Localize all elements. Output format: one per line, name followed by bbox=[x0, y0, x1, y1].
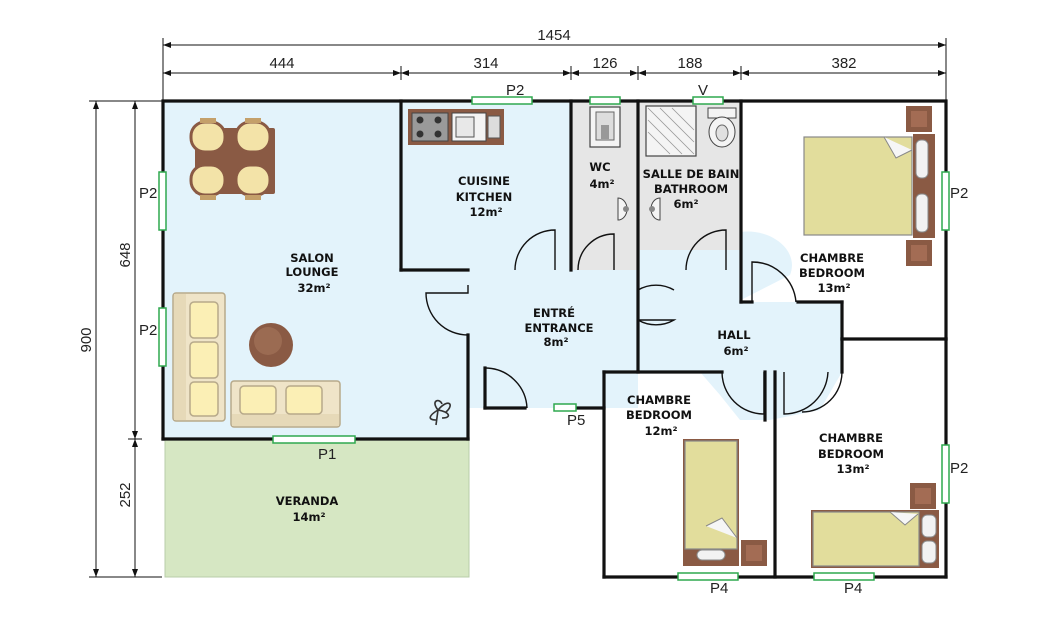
double-bed-se-icon bbox=[811, 483, 939, 568]
double-bed-icon bbox=[803, 106, 935, 266]
label-p2-right-lower: P2 bbox=[950, 460, 968, 477]
doors bbox=[425, 229, 843, 415]
window-p4-left bbox=[677, 572, 739, 581]
loveseat-icon bbox=[230, 380, 341, 428]
dim-segment-4: 188 bbox=[677, 55, 702, 72]
sofa-icon bbox=[172, 292, 226, 422]
kitchen-counter-icon bbox=[408, 109, 504, 145]
entrance-floor bbox=[468, 270, 638, 408]
hall-glow bbox=[741, 231, 792, 300]
room-veranda-label: VERANDA 14m² bbox=[276, 494, 343, 524]
window-p2-left-upper bbox=[158, 171, 167, 231]
dim-height-veranda: 252 bbox=[117, 482, 134, 507]
sink-icon bbox=[617, 197, 661, 221]
window-p2-right-upper bbox=[941, 171, 950, 231]
dim-segment-2: 314 bbox=[473, 55, 498, 72]
window-wc-top bbox=[589, 96, 621, 105]
room-bedroom-ne-label: CHAMBRE BEDROOM 13m² bbox=[799, 251, 869, 295]
hall-floor bbox=[638, 250, 842, 420]
dim-segment-1: 444 bbox=[269, 55, 294, 72]
room-bathroom-label: SALLE DE BAIN BATHROOM 6m² bbox=[643, 167, 744, 211]
single-bed-icon bbox=[683, 439, 767, 566]
label-p2-right-upper: P2 bbox=[950, 185, 968, 202]
plant-icon bbox=[429, 399, 451, 426]
label-p2-top: P2 bbox=[506, 82, 524, 99]
veranda-floor bbox=[164, 439, 470, 578]
window-p4-right bbox=[813, 572, 875, 581]
dim-height-main: 648 bbox=[117, 242, 134, 267]
window-p2-top bbox=[471, 96, 533, 105]
shower-icon bbox=[645, 105, 697, 157]
floor-areas bbox=[163, 101, 842, 578]
label-p4-left: P4 bbox=[710, 580, 728, 597]
dim-segment-5: 382 bbox=[831, 55, 856, 72]
label-p2-left-upper: P2 bbox=[139, 185, 157, 202]
dim-total-height: 900 bbox=[78, 327, 95, 352]
window-p2-left-lower bbox=[158, 307, 167, 367]
room-bedroom-mid-label: CHAMBRE BEDROOM 12m² bbox=[626, 393, 696, 438]
label-p4-right: P4 bbox=[844, 580, 862, 597]
dim-segment-3: 126 bbox=[592, 55, 617, 72]
dining-table-icon bbox=[189, 118, 275, 200]
label-p2-left-lower: P2 bbox=[139, 322, 157, 339]
window-p2-right-lower bbox=[941, 444, 950, 504]
room-entrance-label: ENTRÉ ENTRANCE 8m² bbox=[524, 305, 597, 349]
label-v-top: V bbox=[698, 82, 708, 99]
room-kitchen-label: CUISINE KITCHEN 12m² bbox=[456, 174, 517, 219]
toilet-icon bbox=[589, 106, 621, 148]
dimension-lines bbox=[89, 38, 947, 578]
room-salon-label: SALON LOUNGE 32m² bbox=[286, 251, 343, 295]
window-p1 bbox=[272, 435, 356, 444]
room-hall-label: HALL 6m² bbox=[717, 328, 754, 358]
label-p5: P5 bbox=[567, 412, 585, 429]
bath-toilet-icon bbox=[707, 107, 737, 148]
room-bedroom-se-label: CHAMBRE BEDROOM 13m² bbox=[818, 431, 888, 476]
room-wc-label: WC 4m² bbox=[589, 160, 614, 191]
dim-total-width: 1454 bbox=[537, 27, 570, 44]
label-p1: P1 bbox=[318, 446, 336, 463]
windows bbox=[158, 96, 950, 581]
coffee-table-shade-icon bbox=[254, 327, 282, 355]
window-p5 bbox=[553, 403, 577, 412]
window-v-top bbox=[692, 96, 724, 105]
